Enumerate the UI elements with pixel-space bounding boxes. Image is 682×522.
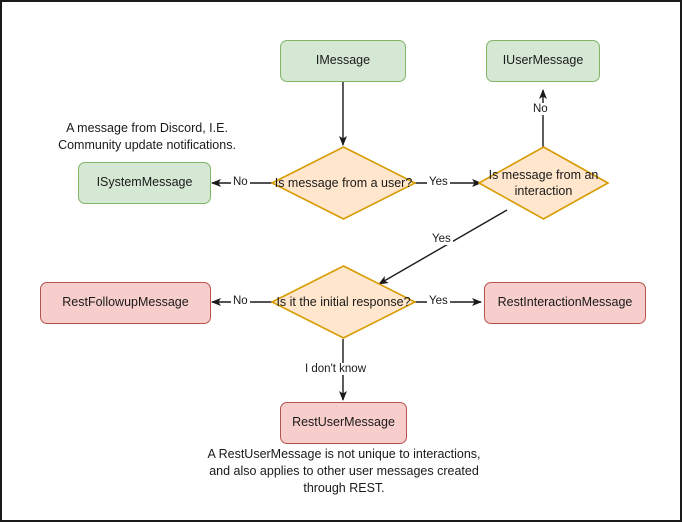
edge-label-initial-yes: Yes xyxy=(427,295,450,307)
node-question-from-user-label: Is message from a user? xyxy=(274,175,413,190)
node-question-from-interaction-label: Is message from an interaction xyxy=(488,167,599,198)
edge-label-from-user-no: No xyxy=(231,176,250,188)
node-restinteractionmessage-label: RestInteractionMessage xyxy=(497,295,633,310)
node-imessage-label: IMessage xyxy=(315,53,371,68)
diamond-shape-from-interaction xyxy=(478,146,609,220)
node-restusermessage[interactable]: RestUserMessage xyxy=(280,402,407,444)
node-isystemmessage[interactable]: ISystemMessage xyxy=(78,162,211,204)
node-iusermessage-label: IUserMessage xyxy=(502,53,584,68)
node-question-from-interaction[interactable]: Is message from an interaction xyxy=(478,146,609,220)
node-restfollowupmessage[interactable]: RestFollowupMessage xyxy=(40,282,211,324)
node-question-initial-response[interactable]: Is it the initial response? xyxy=(271,265,416,339)
edge-label-initial-no: No xyxy=(231,295,250,307)
node-restinteractionmessage[interactable]: RestInteractionMessage xyxy=(484,282,646,324)
node-restfollowupmessage-label: RestFollowupMessage xyxy=(62,295,189,310)
node-question-initial-response-label: Is it the initial response? xyxy=(276,294,411,309)
note-system-message: A message from Discord, I.E. Community u… xyxy=(58,121,236,152)
node-question-from-user[interactable]: Is message from a user? xyxy=(271,146,416,220)
edge-label-from-interaction-yes: Yes xyxy=(430,233,453,245)
node-isystemmessage-label: ISystemMessage xyxy=(96,175,193,190)
note-rest-user-message: A RestUserMessage is not unique to inter… xyxy=(207,447,481,495)
edge-label-dont-know: I don't know xyxy=(303,363,369,375)
diamond-shape-from-user xyxy=(271,146,416,220)
edge-label-from-interaction-no: No xyxy=(531,103,550,115)
node-iusermessage[interactable]: IUserMessage xyxy=(486,40,600,82)
node-imessage[interactable]: IMessage xyxy=(280,40,406,82)
node-restusermessage-label: RestUserMessage xyxy=(292,415,395,430)
edge-label-from-user-yes: Yes xyxy=(427,176,450,188)
